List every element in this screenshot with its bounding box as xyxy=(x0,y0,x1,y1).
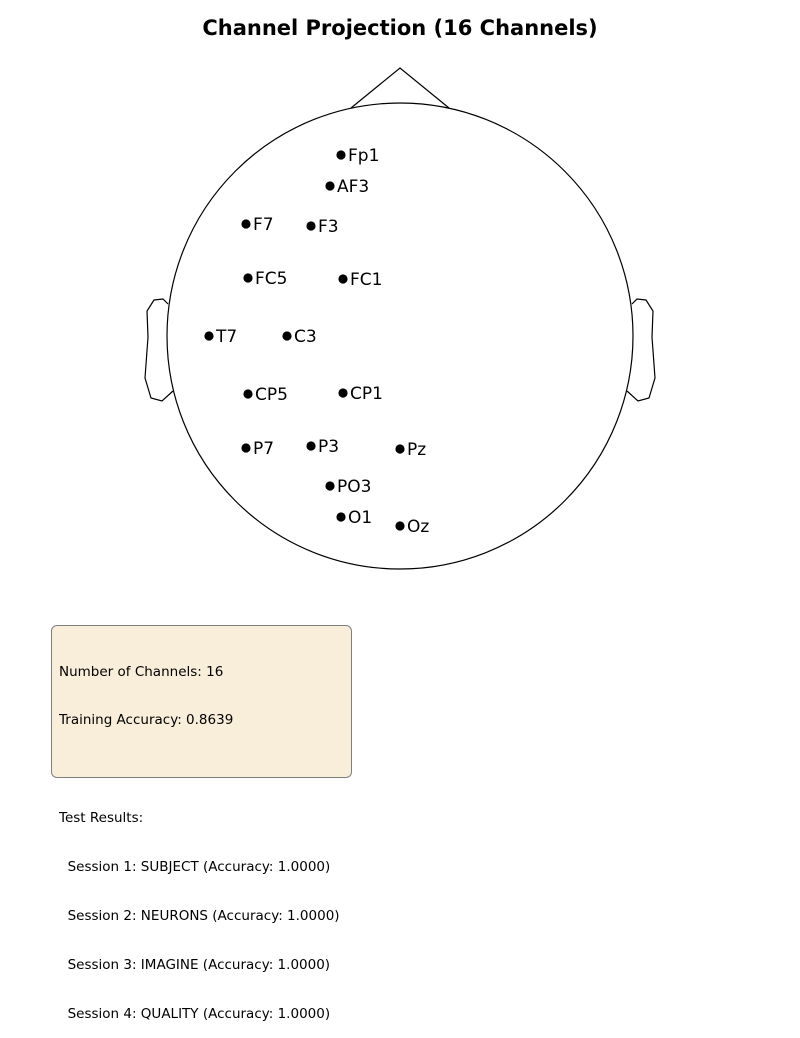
electrode-label: P7 xyxy=(253,439,274,459)
electrode-label: AF3 xyxy=(337,177,369,197)
electrode-c3: C3 xyxy=(282,327,317,347)
electrode-p3: P3 xyxy=(306,437,339,457)
electrode-fc1: FC1 xyxy=(338,270,382,290)
head-outline xyxy=(166,102,634,570)
electrode-marker xyxy=(325,181,335,191)
electrode-fc5: FC5 xyxy=(243,269,287,289)
info-session-4: Session 4: QUALITY (Accuracy: 1.0000) xyxy=(59,1005,331,1022)
electrode-f7: F7 xyxy=(241,215,274,235)
electrode-label: F3 xyxy=(318,217,339,237)
electrode-label: P3 xyxy=(318,437,339,457)
electrode-marker xyxy=(338,388,348,398)
electrode-fp1: Fp1 xyxy=(336,146,379,166)
info-box: Number of Channels: 16 Training Accuracy… xyxy=(51,625,352,1022)
right-ear-outline xyxy=(626,298,656,402)
electrode-t7: T7 xyxy=(204,327,237,347)
electrode-label: FC1 xyxy=(350,270,382,290)
electrode-marker xyxy=(243,389,253,399)
electrode-label: Fp1 xyxy=(348,146,379,166)
electrode-marker xyxy=(325,481,335,491)
electrode-label: CP1 xyxy=(350,384,383,404)
info-session-2: Session 2: NEURONS (Accuracy: 1.0000) xyxy=(59,908,340,925)
electrode-label: Oz xyxy=(407,517,429,537)
electrode-label: CP5 xyxy=(255,385,288,405)
electrode-marker xyxy=(336,150,346,160)
electrode-marker xyxy=(395,521,405,531)
electrode-label: Pz xyxy=(407,440,426,460)
electrode-marker xyxy=(204,331,214,341)
page-title: Channel Projection (16 Channels) xyxy=(202,16,598,40)
electrode-pz: Pz xyxy=(395,440,426,460)
electrode-marker xyxy=(306,441,316,451)
electrode-oz: Oz xyxy=(395,517,429,537)
nose-outline xyxy=(350,67,450,109)
electrode-label: C3 xyxy=(294,327,317,347)
electrode-af3: AF3 xyxy=(325,177,369,197)
electrode-o1: O1 xyxy=(336,508,372,528)
electrode-cp5: CP5 xyxy=(243,385,288,405)
electrode-label: PO3 xyxy=(337,477,371,497)
info-session-1: Session 1: SUBJECT (Accuracy: 1.0000) xyxy=(59,859,331,876)
electrode-marker xyxy=(306,221,316,231)
electrode-marker xyxy=(241,219,251,229)
electrode-label: FC5 xyxy=(255,269,287,289)
info-blank-line xyxy=(59,761,344,777)
electrode-marker xyxy=(282,331,292,341)
electrode-f3: F3 xyxy=(306,217,339,237)
left-ear-outline xyxy=(144,298,174,402)
electrode-po3: PO3 xyxy=(325,477,371,497)
info-session-3: Session 3: IMAGINE (Accuracy: 1.0000) xyxy=(59,956,331,973)
electrode-cp1: CP1 xyxy=(338,384,383,404)
electrode-label: F7 xyxy=(253,215,274,235)
electrode-marker xyxy=(243,273,253,283)
info-channels: Number of Channels: 16 xyxy=(59,663,224,680)
info-training-accuracy: Training Accuracy: 0.8639 xyxy=(59,712,234,729)
electrode-marker xyxy=(241,443,251,453)
electrode-marker xyxy=(395,444,405,454)
electrode-marker xyxy=(338,274,348,284)
electrode-p7: P7 xyxy=(241,439,274,459)
electrode-label: T7 xyxy=(215,327,237,347)
info-test-results-heading: Test Results: xyxy=(59,810,144,827)
electrode-marker xyxy=(336,512,346,522)
electrode-label: O1 xyxy=(348,508,372,528)
